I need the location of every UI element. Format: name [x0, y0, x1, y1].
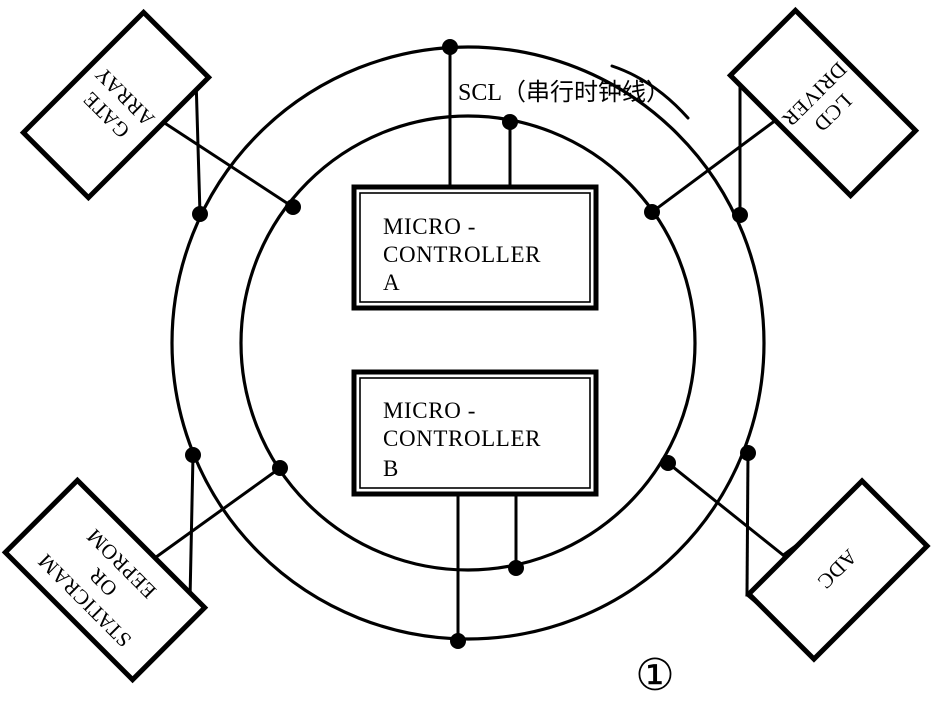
peripheral-box-adc[interactable] [745, 477, 931, 663]
peripheral-box-staticram[interactable] [1, 476, 209, 684]
mc-b-line3: B [383, 456, 399, 481]
link-controller-b [456, 492, 518, 643]
micro-controller-b-box[interactable]: MICRO - CONTROLLER B [351, 369, 599, 497]
link-controller-a [448, 45, 512, 189]
scl-leader-line [610, 64, 690, 120]
mc-b-line2: CONTROLLER [383, 426, 541, 451]
bus-node-dots [185, 39, 756, 649]
inner-bus-circle-sda [239, 114, 697, 572]
mc-b-line1: MICRO - [383, 398, 476, 423]
mc-a-line2: CONTROLLER [383, 242, 541, 267]
peripheral-box-gate-array[interactable] [19, 8, 213, 202]
micro-controller-a-box[interactable]: MICRO - CONTROLLER A [351, 184, 599, 311]
outer-bus-circle-scl [170, 45, 766, 641]
figure-number: ① [635, 651, 674, 700]
mc-a-line1: MICRO - [383, 214, 476, 239]
peripheral-box-lcd-driver[interactable] [726, 6, 920, 200]
mc-a-line3: A [383, 270, 400, 295]
scl-bus-label: SCL（串行时钟线） [458, 79, 670, 106]
